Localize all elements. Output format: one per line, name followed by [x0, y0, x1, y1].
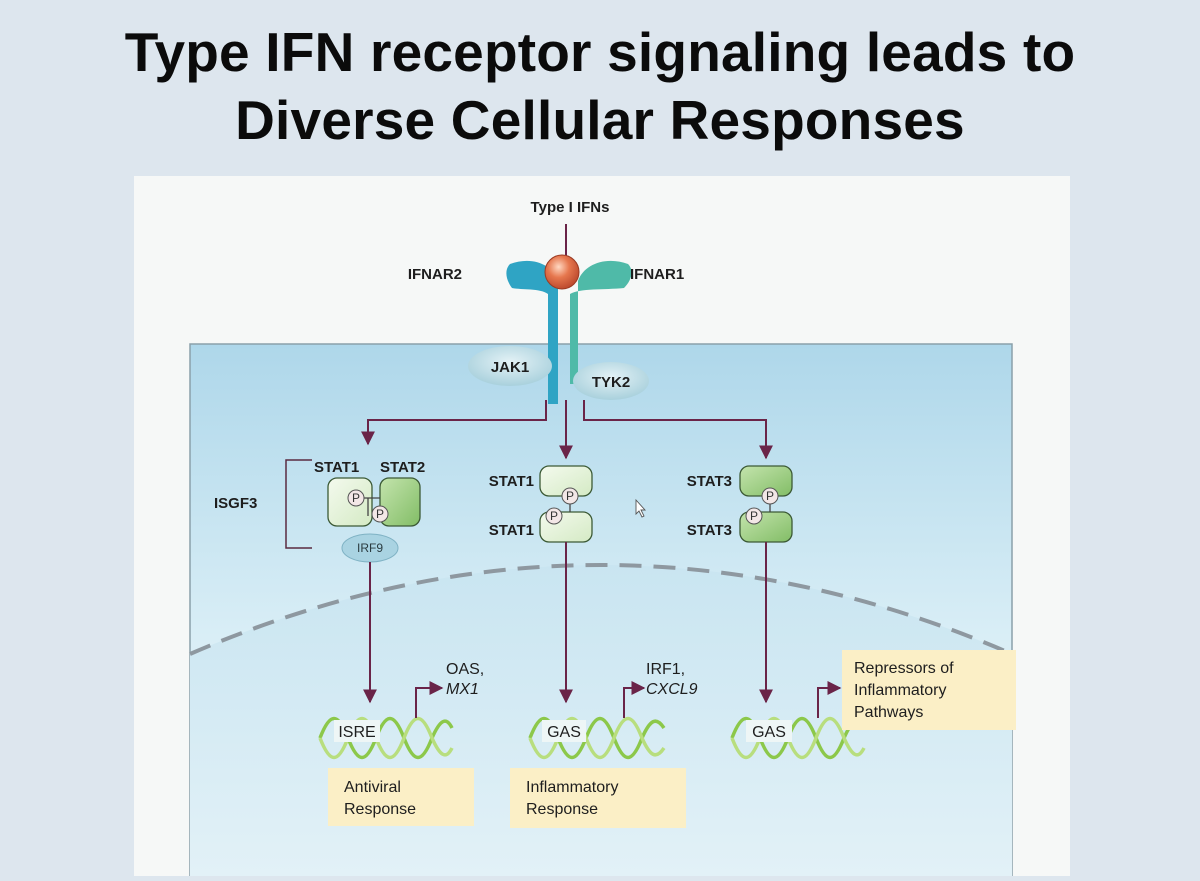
repressors-line2: Inflammatory	[854, 682, 946, 699]
transcription-arrow-left	[415, 681, 444, 718]
phospho-isgf3-1	[347, 489, 365, 507]
antiviral-response-line2: Response	[344, 801, 416, 818]
tyk2-kinase	[573, 362, 649, 400]
isgf3-stat2-label: STAT2	[380, 459, 425, 476]
signaling-diagram-svg: Type I IFNs IFNAR2 IFNAR1 JAK1 TYK2 ISGF…	[134, 176, 1070, 877]
inflammatory-response-line1: Inflammatory	[526, 779, 618, 796]
phospho-isgf3-1-label: P	[352, 491, 360, 505]
irf9-label: IRF9	[357, 541, 383, 555]
phospho-stat3-bottom-label: P	[750, 509, 758, 523]
gas-mid-label: GAS	[547, 724, 581, 741]
phospho-stat3-top	[761, 487, 779, 505]
repressors-line3: Pathways	[854, 704, 923, 721]
stat2-isgf3	[379, 477, 421, 527]
stat1-dimer-bottom-label: STAT1	[489, 522, 534, 539]
phospho-stat1-top	[561, 487, 579, 505]
isgf3-bracket	[285, 459, 312, 549]
genes-mid-line1: IRF1,	[646, 661, 685, 678]
tyk2-label: TYK2	[592, 374, 630, 391]
phospho-isgf3-2-label: P	[376, 507, 384, 521]
isgf3-stat1-label: STAT1	[314, 459, 359, 476]
genes-left-line2: MX1	[446, 681, 479, 698]
isgf3-label: ISGF3	[214, 495, 257, 512]
stat3-dimer-bottom-label: STAT3	[687, 522, 732, 539]
phospho-isgf3-2	[371, 505, 389, 523]
antiviral-response-box	[328, 768, 474, 826]
phospho-stat3-top-label: P	[766, 489, 774, 503]
ifnar1-receptor	[570, 260, 632, 384]
phospho-stat1-top-label: P	[566, 489, 574, 503]
mouse-cursor-icon	[635, 498, 647, 518]
gas-right-label: GAS	[752, 724, 786, 741]
inflammatory-response-line2: Response	[526, 801, 598, 818]
stat1-dimer-top-label: STAT1	[489, 473, 534, 490]
repressors-box	[842, 650, 1016, 730]
antiviral-response-line1: Antiviral	[344, 779, 401, 796]
ifn-ligand	[544, 254, 580, 290]
slide-title-line-1: Type IFN receptor signaling leads to	[124, 21, 1076, 83]
gas-right-label-bg	[746, 720, 792, 742]
gas-mid-label-bg	[542, 720, 586, 742]
isre-label: ISRE	[338, 724, 375, 741]
nuclear-membrane	[189, 563, 1013, 656]
genes-mid-line2: CXCL9	[646, 681, 698, 698]
transcription-arrow-right	[817, 681, 842, 718]
jak1-kinase	[468, 346, 552, 386]
slide-title-line-2: Diverse Cellular Responses	[235, 89, 965, 151]
inflammatory-response-box	[510, 768, 686, 828]
phospho-stat1-bottom	[545, 507, 563, 525]
phospho-stat3-bottom	[745, 507, 763, 525]
isre-label-bg	[334, 720, 380, 742]
arrow-to-isgf3	[361, 400, 547, 446]
jak1-label: JAK1	[491, 359, 529, 376]
ligand-label: Type I IFNs	[531, 199, 610, 216]
stat3-dimer-top-label: STAT3	[687, 473, 732, 490]
genes-left-line1: OAS,	[446, 661, 484, 678]
transcription-arrow-mid	[623, 681, 646, 718]
signaling-diagram: Type I IFNs IFNAR2 IFNAR1 JAK1 TYK2 ISGF…	[134, 176, 1070, 877]
slide-title: Type IFN receptor signaling leads to Div…	[0, 18, 1200, 154]
arrow-to-stat3-dimer	[583, 400, 773, 460]
ifnar2-label: IFNAR2	[408, 266, 462, 283]
repressors-line1: Repressors of	[854, 660, 954, 677]
phospho-stat1-bottom-label: P	[550, 509, 558, 523]
ifnar1-label: IFNAR1	[630, 266, 684, 283]
